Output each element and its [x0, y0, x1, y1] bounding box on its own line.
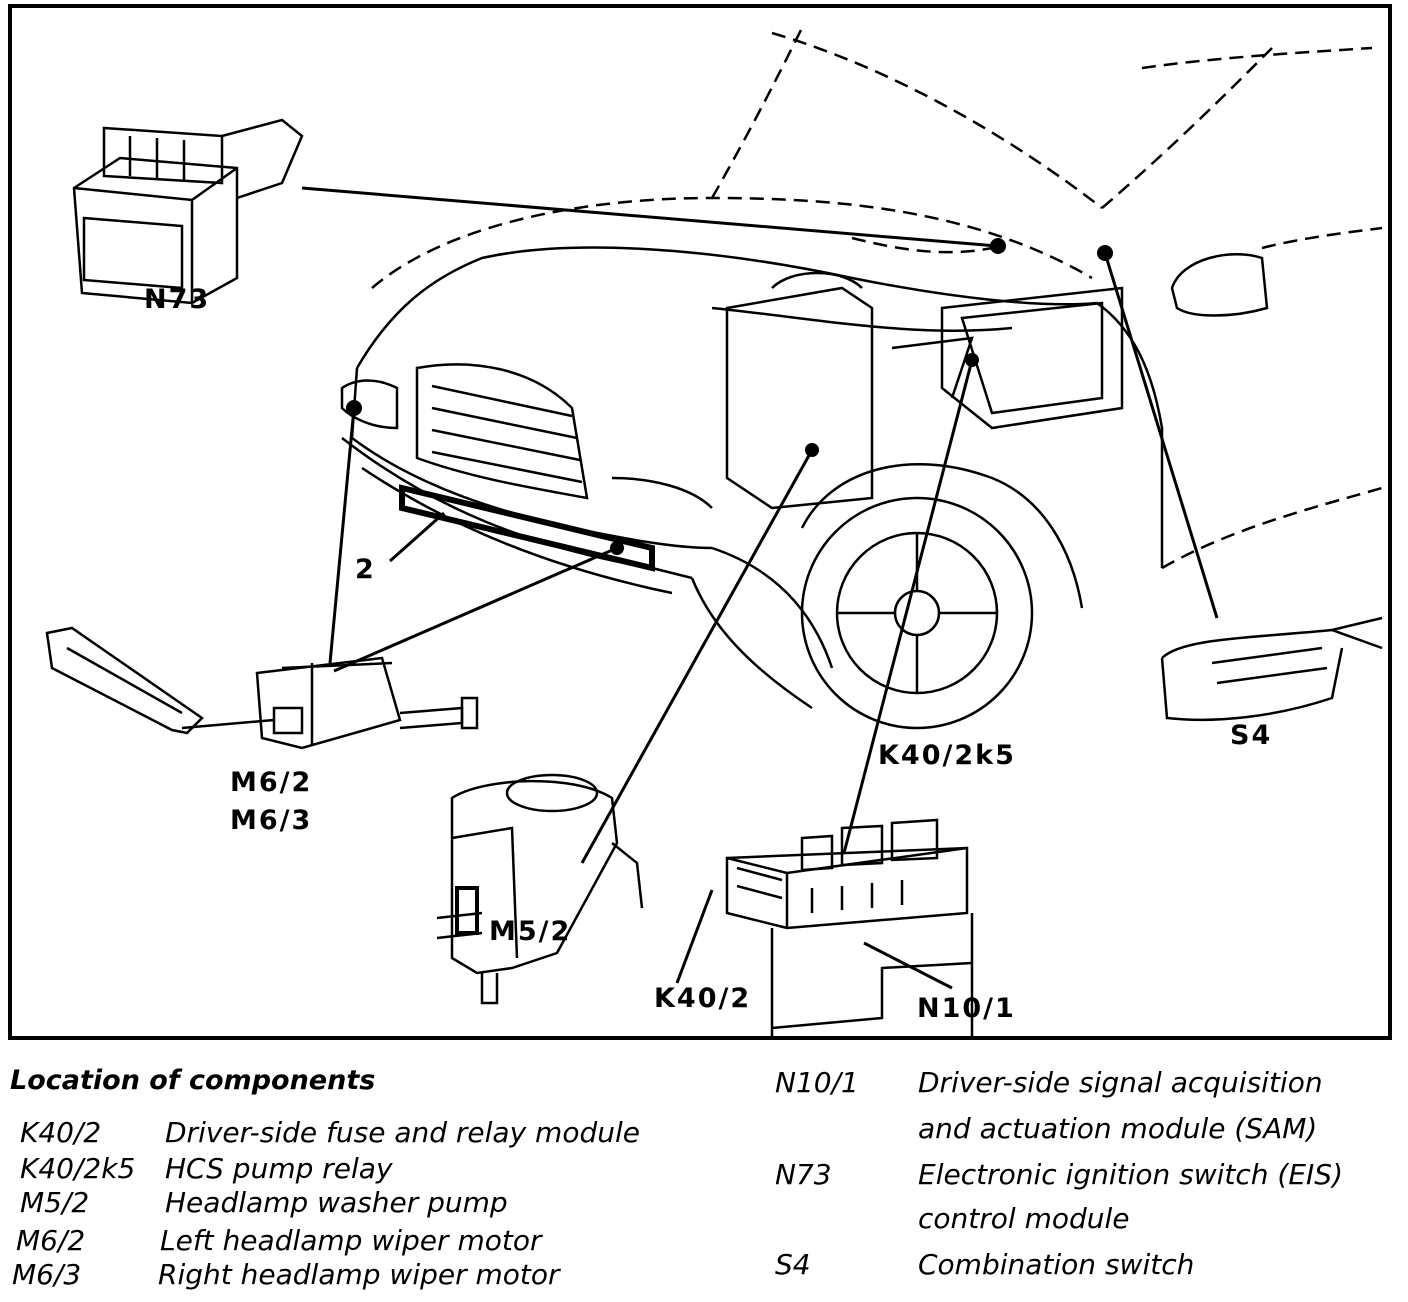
front-wheel [800, 462, 1084, 730]
washer-reservoir-drawing [436, 773, 644, 1005]
car-component-illustration [45, 27, 1383, 1036]
legend-desc-m5-2: Headlamp washer pump [165, 1186, 508, 1219]
label-m6-3: M6/3 [230, 805, 313, 836]
label-k40-2: K40/2 [654, 983, 752, 1014]
legend-code-k40-2: K40/2 [20, 1116, 102, 1149]
legend-code-m6-2: M6/2 [16, 1224, 86, 1257]
legend-desc-k40-2: Driver-side fuse and relay module [165, 1116, 640, 1149]
legend-desc-n73: Electronic ignition switch (EIS) [918, 1158, 1344, 1191]
headlamp-wiper-motor-drawing [45, 626, 479, 750]
car-body-outline [371, 27, 1383, 570]
fuse-relay-sam-module-drawing [725, 818, 974, 1036]
label-s4: S4 [1230, 720, 1273, 751]
leader-dots [346, 238, 1113, 555]
legend-code-n10-1: N10/1 [775, 1066, 859, 1099]
side-mirror [1170, 253, 1269, 317]
label-m6-2: M6/2 [230, 767, 313, 798]
legend-desc-m6-3: Right headlamp wiper motor [158, 1258, 560, 1291]
legend-code-s4: S4 [775, 1248, 811, 1281]
legend-desc-n10-1: Driver-side signal acquisition [918, 1066, 1323, 1099]
combination-switch-drawing [1160, 616, 1383, 722]
leader-lines [301, 186, 1219, 990]
legend-title: Location of components [10, 1065, 376, 1096]
label-n10-1: N10/1 [917, 993, 1016, 1024]
label-2: 2 [355, 554, 376, 585]
legend-desc-s4: Combination switch [918, 1248, 1195, 1281]
diagram-frame: N73 S4 2 M6/2 M6/3 K40/2k5 M5/2 K40/2 N1… [8, 4, 1392, 1040]
label-n73: N73 [144, 284, 211, 315]
legend: Location of components K40/2 Driver-side… [0, 1046, 1408, 1302]
label-k40-2k5: K40/2k5 [878, 740, 1016, 771]
eis-module-drawing [72, 118, 304, 305]
legend-code-m6-3: M6/3 [12, 1258, 82, 1291]
label-m5-2: M5/2 [489, 916, 572, 947]
legend-code-k40-2k5: K40/2k5 [20, 1152, 136, 1185]
legend-desc-n10-1-line2: and actuation module (SAM) [918, 1112, 1318, 1145]
legend-code-m5-2: M5/2 [20, 1186, 90, 1219]
legend-desc-n73-line2: control module [918, 1202, 1130, 1235]
car-hood-front [340, 246, 1164, 710]
legend-code-n73: N73 [775, 1158, 832, 1191]
legend-desc-m6-2: Left headlamp wiper motor [160, 1224, 542, 1257]
engine-bay-parts [725, 271, 1124, 510]
legend-desc-k40-2k5: HCS pump relay [165, 1152, 393, 1185]
